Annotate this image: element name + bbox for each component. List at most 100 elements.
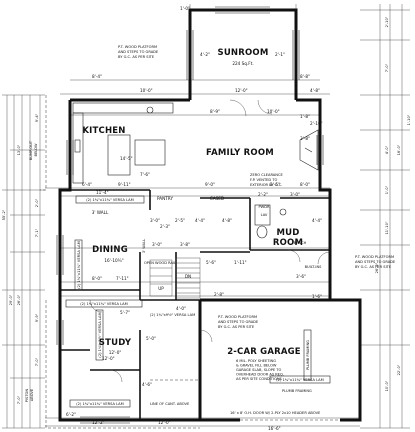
dim-label: 7'-6" xyxy=(140,172,150,177)
room-label-kitchen: KITCHEN xyxy=(82,126,125,136)
room-label-study: STUDY xyxy=(99,338,132,348)
dim-label: 4'-8" xyxy=(222,218,232,223)
room-label-sunroom: SUNROOM xyxy=(218,48,269,58)
note-study-beam: (2) 1¾"x9½" VERSA LAM xyxy=(150,313,195,317)
dim-label: 11'-4" xyxy=(96,190,109,195)
note-platform-right: P.T. WOOD PLATFORM AND STEPS TO GRADE BY… xyxy=(355,255,396,269)
label-up: UP xyxy=(158,286,164,291)
dim-label: 2'-2" xyxy=(258,192,268,197)
beam-label: (2) 1¾"x9½" VERSA LAM xyxy=(98,312,102,357)
exterior-walls xyxy=(58,8,362,422)
dim-label: 26'-2" xyxy=(375,262,379,273)
note-plumb-framing: PLUMB FRAMING xyxy=(282,389,312,393)
dim-label: 16'-0" xyxy=(397,144,401,155)
room-label-family: FAMILY ROOM xyxy=(206,148,274,158)
label-open-rail: OPEN WOOD RAIL xyxy=(144,261,176,265)
dim-label: 5'-7" xyxy=(120,310,130,315)
cant-line xyxy=(40,95,200,429)
label-wall: 3' WALL xyxy=(92,210,109,215)
dim-label: 7'-0" xyxy=(35,357,39,366)
dim-label: 2'-10" xyxy=(310,121,323,126)
construction-notes: P.T. WOOD PLATFORM AND STEPS TO GRADE BY… xyxy=(25,45,396,415)
room-size-study: 12'-0" xyxy=(109,350,122,355)
dim-label: 8'-9" xyxy=(210,109,220,114)
dim-label: 14'-5" xyxy=(120,156,133,161)
label-bench: BENCH xyxy=(294,241,307,245)
dim-label: 2'-8" xyxy=(214,292,224,297)
dim-label: 9'-9" xyxy=(35,313,39,322)
dim-label: 3'-6" xyxy=(296,274,306,279)
dim-label: 5'-6" xyxy=(206,260,216,265)
dim-label: 3'-0" xyxy=(150,218,160,223)
dim-label: 10'-0" xyxy=(267,109,280,114)
beam-label: (2) 1¾"x11¾" VERSA LAM xyxy=(76,402,123,406)
dim-label: 6'-2" xyxy=(66,412,76,417)
note-door: 16' x 8' O.H. DOOR W/ 2-PLY 2x10 HEADER … xyxy=(230,411,321,415)
dim-label: 26'-0" xyxy=(17,294,21,305)
dim-label: 13'-0" xyxy=(17,144,21,155)
label-built-ins: BUILT-INS xyxy=(305,265,323,269)
label-pantry: PANTRY xyxy=(157,196,173,201)
dim-label: 12'-0" xyxy=(158,420,171,425)
side-dimension-text: 9'-4" 13'-0" 2'-0" 26'-0" 7'-1" 9'-9" 7'… xyxy=(2,16,411,404)
dim-label: 22'-0" xyxy=(397,364,401,375)
dim-label: 3'-0" xyxy=(152,242,162,247)
label-lav: LAV xyxy=(261,213,268,217)
label-pwdr: PWDR xyxy=(259,205,270,209)
note-platform-garage: P.T. WOOD PLATFORM AND STEPS TO GRADE BY… xyxy=(218,315,259,329)
dim-label: 3'-8" xyxy=(180,242,190,247)
dim-label: 12'-0" xyxy=(102,356,115,361)
dim-label: 4'-8" xyxy=(310,88,320,93)
label-half-wall: 3' WALL xyxy=(142,239,146,253)
dim-label: 1'-10" xyxy=(407,114,411,125)
dim-label: 2'-5" xyxy=(270,182,280,187)
dim-label: 1'-6" xyxy=(312,294,322,299)
dim-label: 4'-0" xyxy=(385,145,389,154)
dim-label: 16'-6" xyxy=(268,426,281,431)
note-garage-detail: 6 MIL. POLY SHEETING & GRAVEL FILL BELOW… xyxy=(236,359,285,381)
dim-label: 6'-4" xyxy=(82,182,92,187)
dim-label: 12'-0" xyxy=(235,88,248,93)
dim-label: 1'-11" xyxy=(234,260,247,265)
dim-label: 2'-1" xyxy=(275,52,285,57)
beam-label: (2) 1¾"x11¾" VERSA LAM xyxy=(77,241,81,288)
room-label-mud-2: ROOM xyxy=(273,238,303,248)
room-area-sunroom: 224 Sq.Ft. xyxy=(232,61,253,66)
room-label-garage: 2-CAR GARAGE xyxy=(227,347,301,357)
windows xyxy=(56,6,324,424)
note-fireplace: ZERO CLEARANCE F.P. VENTED TO EXTERIOR B… xyxy=(250,173,284,187)
powder-room xyxy=(254,204,287,239)
dim-label: 8'-4" xyxy=(92,74,102,79)
room-size-dining: 16'-10¼" xyxy=(104,258,123,263)
note-platform-top: P.T. WOOD PLATFORM AND STEPS TO GRADE BY… xyxy=(118,45,159,59)
dim-label: 10'-0" xyxy=(140,88,153,93)
door-swings xyxy=(89,99,331,383)
dim-label: 2'-5" xyxy=(175,218,185,223)
room-label-mud: MUD xyxy=(276,228,299,238)
dim-label: 9'-4" xyxy=(35,113,39,122)
beam-label: PLUMB FRAMING xyxy=(306,340,310,370)
dim-label: 8'-0" xyxy=(92,276,102,281)
dim-label: 7'-0" xyxy=(385,63,389,72)
kitchen-fixtures xyxy=(72,102,174,184)
dim-label: 7'-0" xyxy=(17,395,21,404)
dimension-lines xyxy=(2,4,410,429)
dim-label: 55'-2" xyxy=(2,209,6,220)
dim-label: 2'-3" xyxy=(160,224,170,229)
dim-label: 10'-0" xyxy=(385,380,389,391)
dim-label: 9'-0" xyxy=(205,182,215,187)
note-bumpout: BUMP-OUT BELOW xyxy=(29,140,38,161)
stairs xyxy=(149,257,201,299)
dim-label: 12'-2" xyxy=(92,420,105,425)
dim-label: 4'-0" xyxy=(176,306,186,311)
dim-label: 8'-0" xyxy=(300,182,310,187)
dim-label: 1'-0" xyxy=(180,6,190,11)
dim-label: 4'-6" xyxy=(142,382,152,387)
dim-label: 4'-2" xyxy=(200,52,210,57)
dim-label: 2'-10" xyxy=(385,16,389,27)
dim-label: 2'-0" xyxy=(35,198,39,207)
label-down: DN xyxy=(185,274,191,279)
beam-callouts: (2) 1¾"x11¾" VERSA LAM (2) 1¾"x11¾" VERS… xyxy=(65,195,331,408)
dim-label: 1'-8" xyxy=(300,114,310,119)
